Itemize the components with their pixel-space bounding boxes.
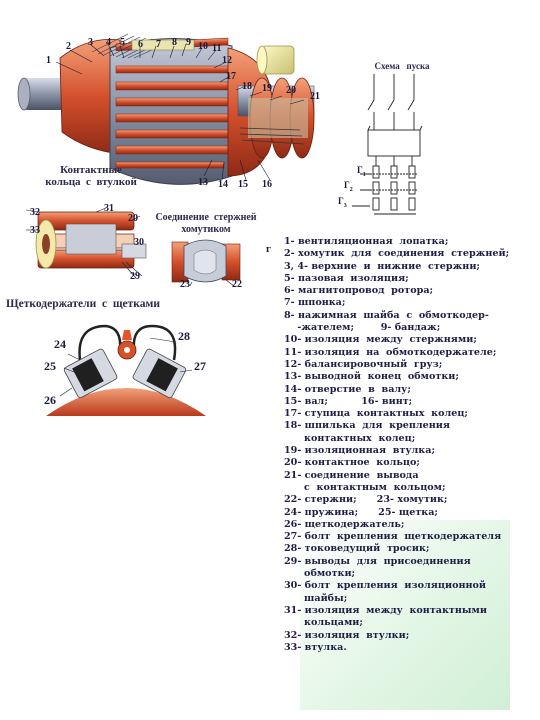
legend-item: 14- отверстие в валу; (284, 383, 411, 395)
label-14: 14 (218, 179, 228, 190)
legend-item: 24- пружина; 25- щетка; (284, 506, 438, 518)
legend-item: 2- хомутик для соединения стержней; (284, 248, 510, 260)
label-24: 24 (54, 337, 66, 351)
label-21: 21 (310, 91, 320, 102)
label-16: 16 (262, 179, 272, 190)
label-11: 11 (212, 43, 222, 54)
legend-item: 20- контактное кольцо; (284, 457, 420, 469)
leader-lines (55, 43, 305, 181)
label-9: 9 (186, 37, 191, 48)
legend-item: 10- изоляция между стержнями; (284, 334, 477, 346)
legend-item: 5- пазовая изоляция; (284, 272, 409, 284)
legend-item: 33- втулка. (284, 641, 347, 653)
label-20b: 20 (128, 213, 138, 224)
legend-item: 13- выводной конец обмотки; (284, 371, 459, 383)
label-2: 2 (66, 41, 71, 52)
legend-item: 29- выводы для присоединения (284, 555, 471, 567)
label-25: 25 (44, 359, 56, 373)
label-13: 13 (198, 177, 208, 188)
legend-item: 21- соединение вывода (284, 469, 419, 481)
label-27: 27 (194, 359, 206, 373)
brush-holder-illustration (46, 324, 206, 416)
label-32: 32 (30, 207, 40, 218)
legend-item: 17- ступица контактных колец; (284, 408, 468, 420)
legend-item: -жателем; 9- бандаж; (284, 322, 441, 334)
caption-contact-rings: Контактные кольца с втулкой (45, 164, 137, 188)
label-3: 3 (88, 37, 93, 48)
label-18: 18 (242, 81, 252, 92)
label-28: 28 (178, 329, 190, 343)
label-15: 15 (238, 179, 248, 190)
stray-mark: г (266, 243, 271, 255)
lead-wires (239, 127, 305, 145)
legend-background (300, 520, 510, 710)
label-22: 22 (232, 279, 242, 290)
legend-item: 32- изоляция втулки; (284, 629, 410, 641)
legend-item: 8- нажимная шайба с обмоткодер- (284, 309, 489, 321)
label-31: 31 (104, 203, 114, 214)
legend-item: с контактным кольцом; (284, 481, 446, 493)
label-4: 4 (106, 37, 111, 48)
label-6: 6 (138, 39, 143, 50)
legend-list: 1- вентиляционная лопатка;2- хомутик для… (284, 236, 524, 654)
label-19: 19 (262, 83, 272, 94)
legend-item: обмотки; (284, 568, 356, 580)
legend-item: 6- магнитопровод ротора; (284, 285, 434, 297)
shaft-end (17, 77, 31, 111)
legend-item: 7- шпонка; (284, 297, 346, 309)
scheme-title: Схема пуска (374, 61, 430, 71)
legend-item: контактных колец; (284, 432, 416, 444)
legend-item: 11- изоляция на обмоткодержателе; (284, 346, 497, 358)
label-10: 10 (198, 41, 208, 52)
label-8: 8 (172, 37, 177, 48)
contact-ring-arc (46, 388, 206, 416)
rotor-illustration (17, 33, 315, 185)
scheme-g1: Г1 (357, 165, 366, 178)
label-17: 17 (226, 71, 236, 82)
legend-item: кольцами; (284, 617, 363, 629)
legend-item: 27- болт крепления щеткодержателя (284, 531, 502, 543)
legend-item: 3, 4- верхние и нижние стержни; (284, 260, 480, 272)
label-30: 30 (134, 237, 144, 248)
label-26: 26 (44, 393, 56, 407)
caption-rod-joint: Соединение стержней хомутиком (155, 212, 257, 235)
top-insulation-strip (131, 39, 195, 51)
label-29: 29 (130, 271, 140, 282)
start-scheme-diagram (352, 74, 423, 215)
legend-item: 28- токоведущий тросик; (284, 543, 430, 555)
legend-item: 30- болт крепления изоляционной (284, 580, 487, 592)
label-1: 1 (46, 55, 51, 66)
label-12: 12 (222, 55, 232, 66)
scheme-g3: Г3 (338, 196, 347, 209)
label-20: 20 (286, 85, 296, 96)
legend-item: шайбы; (284, 592, 348, 604)
legend-item: 1- вентиляционная лопатка; (284, 236, 449, 247)
legend-item: 12- балансировочный груз; (284, 358, 443, 370)
label-7: 7 (156, 39, 161, 50)
rod-joint-illustration (171, 239, 241, 287)
contact-ring-illustration (26, 207, 147, 279)
label-33: 33 (30, 225, 40, 236)
legend-item: 15- вал; 16- винт; (284, 395, 413, 407)
label-23: 23 (180, 279, 190, 290)
caption-brush-holders: Щеткодержатели с щетками (6, 298, 160, 310)
legend-item: 22- стержни; 23- хомутик; (284, 494, 448, 506)
legend-item: 18- шпилька для крепления (284, 420, 451, 432)
legend-item: 19- изоляционная втулка; (284, 445, 435, 457)
legend-item: 31- изоляция между контактными (284, 604, 487, 616)
scheme-g2: Г2 (344, 180, 353, 193)
ring-insulation (248, 98, 308, 138)
legend-item: 26- щеткодержатель; (284, 518, 405, 530)
label-5: 5 (120, 37, 125, 48)
